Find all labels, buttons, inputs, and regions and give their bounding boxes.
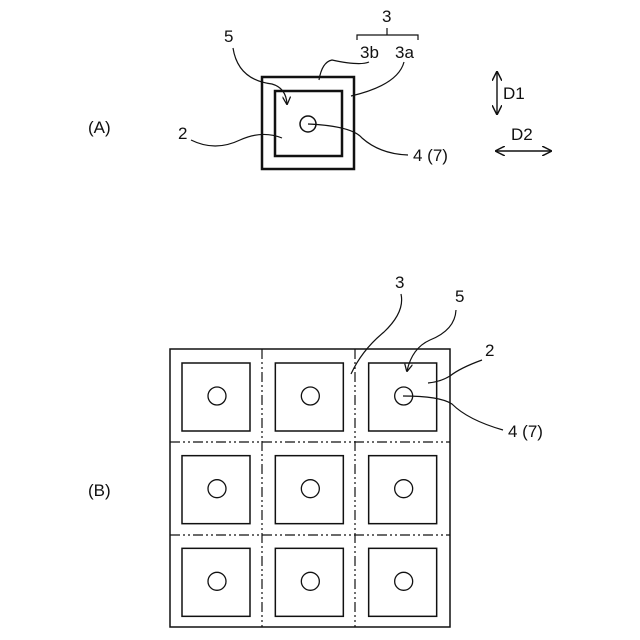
leader-3-b <box>351 294 402 374</box>
chip-square <box>275 548 343 616</box>
bracket-3 <box>357 28 418 40</box>
leader-4-7 <box>308 124 408 155</box>
chip-square <box>182 456 250 524</box>
leader-3a <box>351 62 404 96</box>
chip-square <box>369 456 437 524</box>
panel-b: (B) 3 5 2 4 (7) <box>88 273 543 627</box>
chip-hole <box>301 387 319 405</box>
ref-3a-label: 3a <box>395 43 414 62</box>
panel-a: (A) 3 3b 3a 5 2 4 (7) D1 D2 <box>88 7 551 169</box>
panel-b-outer-border <box>170 349 450 627</box>
ref-5-label: 5 <box>224 27 233 46</box>
leader-2 <box>191 134 282 146</box>
ref-5-b-label: 5 <box>455 287 464 306</box>
chip-hole <box>301 480 319 498</box>
chip-hole <box>395 572 413 590</box>
ref-2-b-label: 2 <box>485 341 494 360</box>
chip-square <box>182 548 250 616</box>
ref-2-label: 2 <box>178 124 187 143</box>
chip-grid <box>182 363 437 616</box>
chip-square <box>275 363 343 431</box>
chip-hole <box>208 480 226 498</box>
chip-square <box>369 548 437 616</box>
leader-5-b-arrow <box>407 310 456 371</box>
ref-4-7-b-label: 4 (7) <box>508 422 543 441</box>
chip-hole <box>208 572 226 590</box>
ref-4-7-label: 4 (7) <box>413 146 448 165</box>
chip-hole <box>301 572 319 590</box>
ref-3-label: 3 <box>382 7 391 26</box>
ref-3b-label: 3b <box>360 43 379 62</box>
chip-square <box>275 456 343 524</box>
leader-4-7-b <box>403 396 503 430</box>
scribe-lines <box>170 349 450 627</box>
chip-hole <box>395 480 413 498</box>
d2-label: D2 <box>511 125 533 144</box>
panel-a-label: (A) <box>88 118 111 137</box>
panel-b-label: (B) <box>88 481 111 500</box>
ref-3-b-label: 3 <box>395 273 404 292</box>
chip-square <box>182 363 250 431</box>
chip-hole <box>208 387 226 405</box>
d1-label: D1 <box>503 84 525 103</box>
